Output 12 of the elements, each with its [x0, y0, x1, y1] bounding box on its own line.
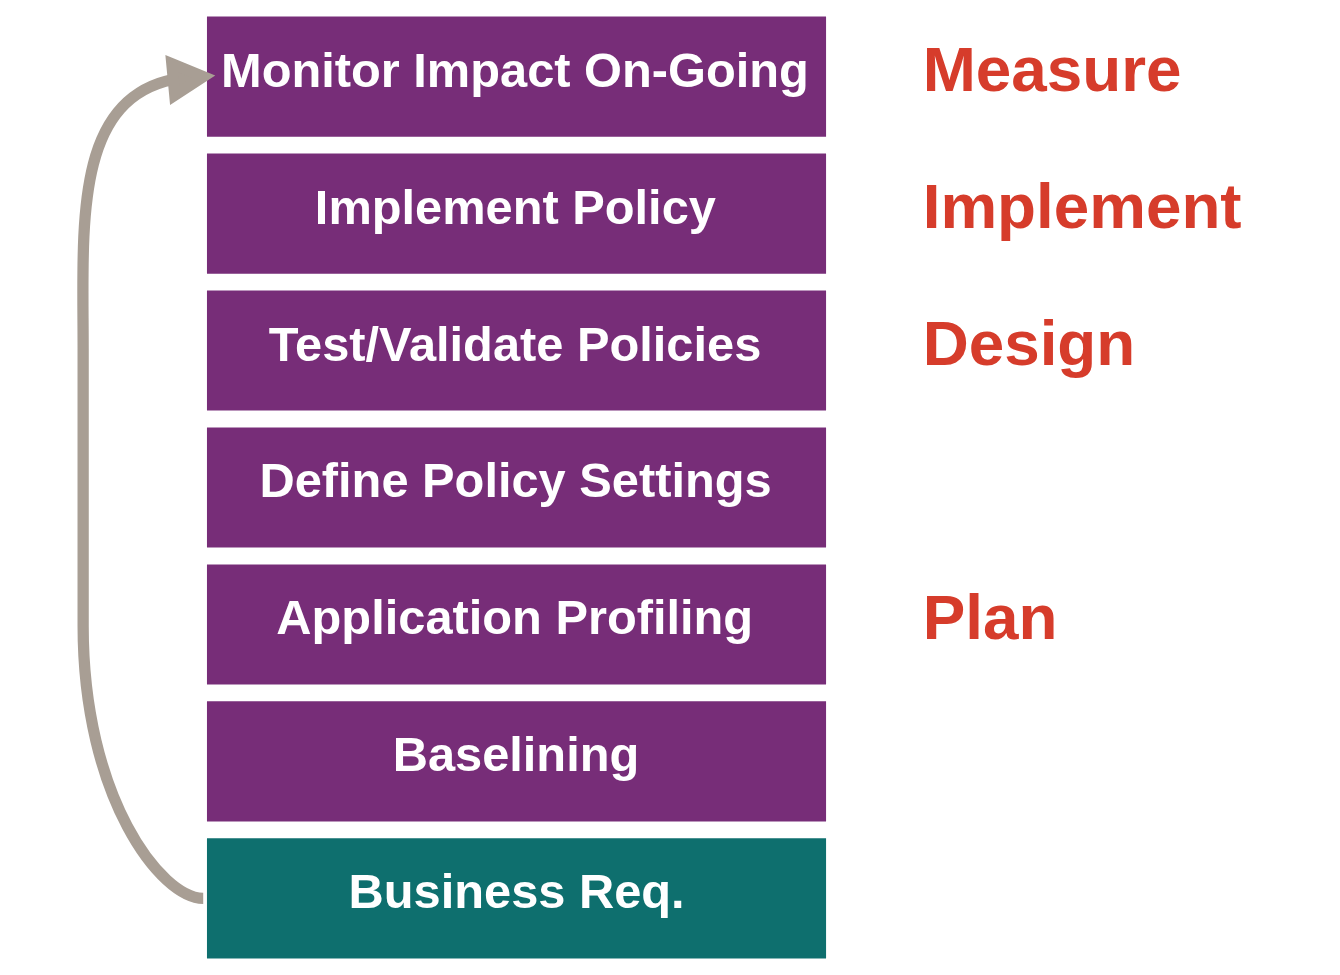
- node-box: Monitor Impact On-Going: [204, 14, 828, 139]
- node-box: Business Req.: [204, 836, 828, 961]
- node-box: Baselining: [204, 699, 828, 824]
- label: Design: [922, 306, 1135, 379]
- label: Implement: [922, 170, 1242, 243]
- node-box: Define Policy Settings: [204, 425, 828, 550]
- node-box: Application Profiling: [204, 562, 828, 687]
- arrow: [76, 55, 215, 904]
- label: Measure: [922, 33, 1181, 106]
- node-box: Test/Validate Policies: [204, 288, 828, 413]
- node-box: Implement Policy: [204, 151, 828, 276]
- label: Plan: [922, 580, 1057, 653]
